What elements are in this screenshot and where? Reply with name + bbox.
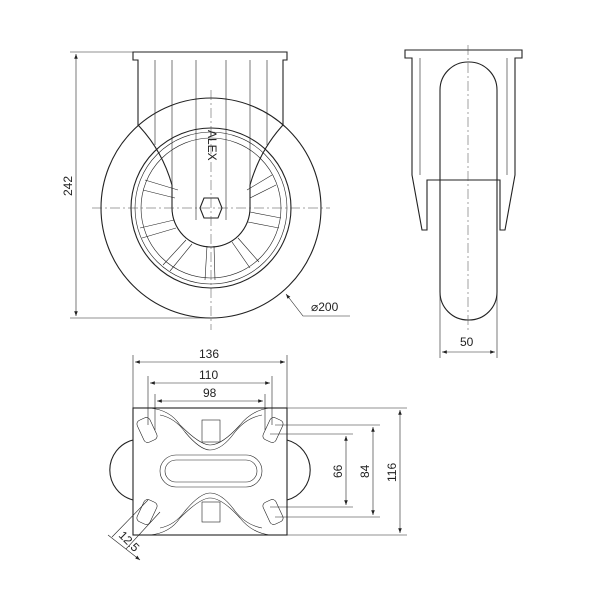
center-slot bbox=[159, 454, 263, 488]
fork-side bbox=[404, 49, 523, 231]
logo-text: ALEX bbox=[205, 130, 219, 161]
wheel-side bbox=[439, 61, 498, 321]
dimension-hole-x-inner-label: 98 bbox=[203, 386, 217, 400]
dimension-hole-y-inner-label: 66 bbox=[331, 464, 345, 478]
bottom-view: 136 110 98 116 84 66 12.5 bbox=[107, 347, 407, 561]
mounting-holes bbox=[136, 417, 284, 525]
dimension-diameter-label: ⌀200 bbox=[311, 300, 339, 314]
wheel-right-bump bbox=[286, 439, 311, 501]
nut-top bbox=[201, 419, 221, 443]
dimension-plate-width-label: 136 bbox=[199, 347, 219, 361]
wheel-left-bump bbox=[109, 439, 134, 501]
dimension-side-width-label: 50 bbox=[460, 335, 474, 349]
dimension-hole-y-outer-label: 84 bbox=[358, 464, 372, 478]
dimension-slot-width-label: 12.5 bbox=[116, 528, 143, 555]
nut-bottom bbox=[201, 501, 221, 523]
dimension-hole-x-outer-label: 110 bbox=[199, 368, 218, 382]
dimension-height-label: 242 bbox=[61, 176, 75, 196]
top-plate bbox=[132, 407, 288, 536]
front-view: ALEX 242 ⌀200 bbox=[61, 51, 350, 330]
wheel-spokes bbox=[139, 174, 282, 281]
side-view: 50 bbox=[404, 45, 523, 358]
dimension-plate-height-label: 116 bbox=[385, 463, 399, 482]
